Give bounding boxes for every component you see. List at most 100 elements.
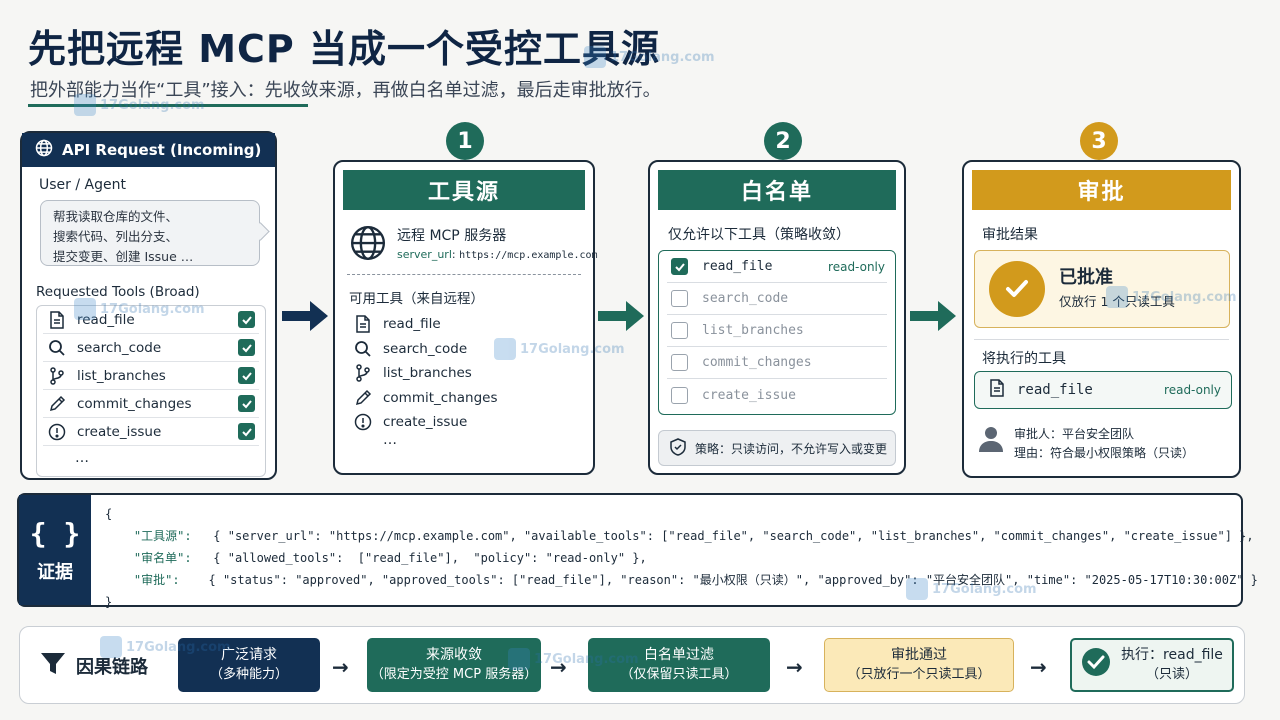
exec-tool-name: read_file: [1017, 382, 1093, 398]
branch-icon: [47, 366, 67, 385]
file-icon: [989, 379, 1005, 401]
api-request-title: API Request (Incoming): [62, 141, 262, 159]
unchecked-checkbox[interactable]: [671, 354, 688, 371]
chain-step-broad-request: 广泛请求 （多种能力）: [178, 638, 320, 692]
list-item: list_branches: [667, 315, 887, 347]
list-item: commit_changes: [43, 390, 259, 418]
tool-name: read_file: [702, 259, 773, 274]
tool-name: search_code: [702, 291, 789, 306]
tool-source-title: 工具源: [343, 170, 585, 210]
list-item: read_file read-only: [667, 251, 887, 283]
approver: 审批人：平台安全团队: [1014, 427, 1135, 441]
step-2-badge: 2: [764, 122, 802, 160]
evidence-sidebar: { } 证据: [19, 495, 91, 605]
checked-checkbox[interactable]: [238, 423, 255, 440]
exec-tool-title: 将执行的工具: [982, 351, 1066, 367]
checked-checkbox[interactable]: [238, 311, 255, 328]
evidence-panel: { } 证据 { "工具源": { "server_url": "https:/…: [17, 493, 1258, 609]
available-tools-title: 可用工具（来自远程）: [349, 291, 484, 307]
user-message-bubble: 帮我读取仓库的文件、 搜索代码、列出分支、 提交变更、创建 Issue …: [40, 200, 260, 266]
exec-tool-card: read_file read-only: [974, 371, 1232, 409]
server-url-sep: :: [451, 248, 456, 261]
globe-icon: [349, 224, 387, 266]
user-agent-label: User / Agent: [39, 177, 126, 193]
unchecked-checkbox[interactable]: [671, 290, 688, 307]
subtitle-underline: [28, 104, 308, 107]
braces-icon: { }: [29, 516, 81, 550]
policy-text: 策略：只读访问，不允许写入或变更: [695, 441, 888, 456]
causal-chain-panel: 因果链路 广泛请求 （多种能力） → 来源收敛 （限定为受控 MCP 服务器） …: [19, 626, 1245, 704]
check-circle-icon: [989, 261, 1045, 317]
chain-step-execute: 执行：read_file （只读）: [1070, 638, 1234, 692]
server-url-key: server_url: [397, 248, 452, 261]
requested-tools-title: Requested Tools (Broad): [36, 284, 200, 300]
tool-name: create_issue: [383, 414, 468, 431]
tool-name: create_issue: [702, 387, 796, 403]
tool-name: search_code: [383, 340, 468, 357]
list-item: read_file: [353, 312, 498, 337]
tool-source-panel: 工具源 远程 MCP 服务器 server_url: https://mcp.e…: [333, 160, 598, 475]
api-request-panel: API Request (Incoming) User / Agent 帮我读取…: [20, 131, 277, 480]
tool-name: list_branches: [702, 323, 804, 338]
pencil-icon: [353, 389, 373, 407]
chain-step-approval-pass: 审批通过 （只放行一个只读工具）: [824, 638, 1014, 692]
alert-icon: [47, 423, 67, 441]
json-close: }: [105, 595, 113, 609]
checked-checkbox[interactable]: [238, 339, 255, 356]
api-request-header: API Request (Incoming): [22, 133, 275, 167]
approval-status-detail: 仅放行 1 个只读工具: [1059, 294, 1175, 309]
list-item: list_branches: [43, 362, 259, 390]
check-circle-icon: [1081, 647, 1111, 683]
unchecked-checkbox[interactable]: [671, 322, 688, 339]
tool-name: commit_changes: [702, 355, 812, 370]
checked-checkbox[interactable]: [671, 258, 688, 275]
file-icon: [353, 315, 373, 333]
json-line: "工具源": { "server_url": "https://mcp.exam…: [133, 529, 1254, 543]
message-line: 提交变更、创建 Issue …: [53, 249, 194, 264]
chain-arrow: →: [332, 655, 349, 679]
approval-panel: 审批 审批结果 已批准 仅放行 1 个只读工具 将执行的工具 read_file…: [962, 160, 1241, 478]
branch-icon: [353, 364, 373, 382]
whitelist-title: 白名单: [658, 170, 896, 210]
chain-step-source-converge: 来源收敛 （限定为受控 MCP 服务器）: [367, 638, 541, 692]
step-3-badge: 3: [1080, 122, 1118, 160]
page-title: 先把远程 MCP 当成一个受控工具源: [28, 27, 661, 71]
list-item: commit_changes: [353, 386, 498, 411]
tool-name: list_branches: [383, 365, 472, 382]
search-icon: [47, 339, 67, 357]
arrow-right-icon: [598, 298, 646, 338]
server-url-value: https://mcp.example.com: [459, 250, 598, 261]
checked-checkbox[interactable]: [238, 395, 255, 412]
globe-icon: [34, 138, 54, 162]
approval-status: 已批准: [1059, 267, 1113, 288]
server-url: server_url: https://mcp.example.com: [397, 248, 598, 261]
step-1-badge: 1: [446, 122, 484, 160]
list-item: read_file: [43, 306, 259, 334]
read-only-tag: read-only: [1164, 383, 1221, 397]
message-line: 帮我读取仓库的文件、: [53, 209, 179, 224]
approval-result-title: 审批结果: [982, 227, 1038, 243]
arrow-right-icon: [910, 298, 958, 338]
checked-checkbox[interactable]: [238, 367, 255, 384]
whitelist-tools-list: read_file read-only search_code list_bra…: [658, 250, 896, 415]
approval-reason: 理由：符合最小权限策略（只读）: [1014, 446, 1195, 460]
approval-title: 审批: [972, 170, 1231, 210]
read-only-tag: read-only: [828, 259, 885, 274]
available-tools-list: read_file search_code list_branches comm…: [353, 312, 498, 435]
json-line: "审批": { "status": "approved", "approved_…: [133, 573, 1258, 587]
tool-name: search_code: [77, 339, 162, 356]
list-item: search_code: [667, 283, 887, 315]
tool-name: create_issue: [77, 423, 162, 440]
list-item: create_issue: [353, 410, 498, 435]
policy-note: 策略：只读访问，不允许写入或变更: [658, 430, 896, 466]
list-item: search_code: [353, 337, 498, 362]
list-item: list_branches: [353, 361, 498, 386]
dashed-divider: [347, 274, 581, 275]
unchecked-checkbox[interactable]: [671, 386, 688, 404]
message-line: 搜索代码、列出分支、: [53, 229, 179, 244]
file-icon: [47, 310, 67, 329]
approval-result-card: 已批准 仅放行 1 个只读工具: [974, 250, 1230, 328]
more-ellipsis: …: [75, 450, 89, 466]
evidence-json: { "工具源": { "server_url": "https://mcp.ex…: [105, 503, 1258, 613]
whitelist-panel: 白名单 仅允许以下工具（策略收敛） read_file read-only se…: [648, 160, 906, 475]
